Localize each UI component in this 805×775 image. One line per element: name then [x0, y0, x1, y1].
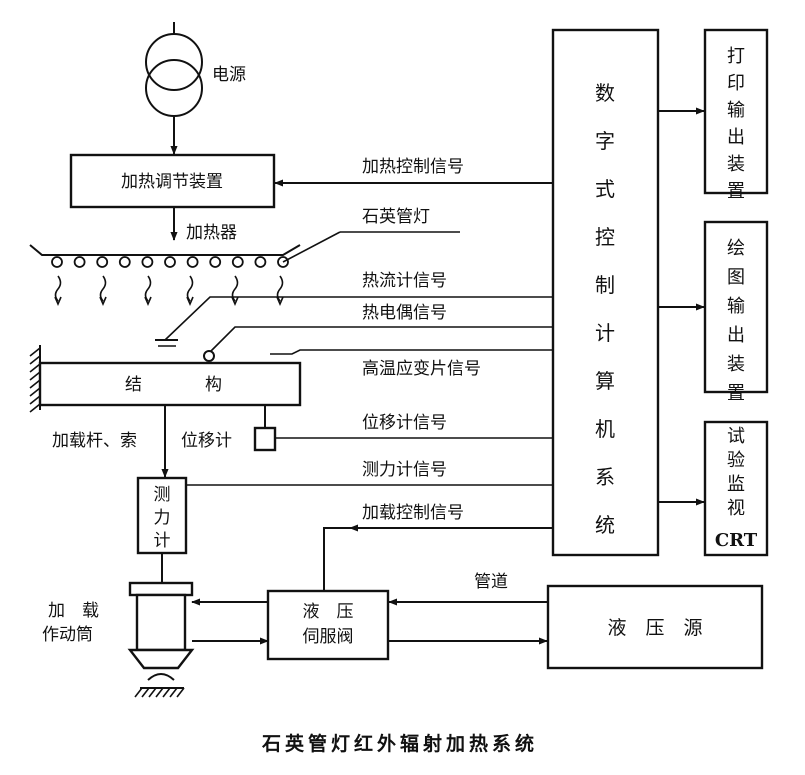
- computer-label-char: 制: [595, 273, 615, 297]
- load-cell-label-char: 力: [154, 508, 171, 528]
- printer-label-char: 置: [727, 181, 745, 202]
- computer-label-char: 字: [595, 129, 615, 153]
- actuator-label-2: 作动筒: [42, 625, 93, 645]
- heater-label: 加热器: [186, 223, 237, 243]
- heat-ray-icon: [54, 275, 62, 302]
- figure-caption: 石英管灯红外辐射加热系统: [261, 732, 538, 755]
- heat-ray-icon: [99, 275, 107, 302]
- strain-gauge-signal-label: 高温应变片信号: [362, 359, 481, 379]
- servo-valve-box: [266, 589, 390, 661]
- load-control-line: [323, 527, 553, 591]
- plotter-label-char: 置: [727, 383, 745, 404]
- quartz-lamp-icon: [51, 256, 63, 268]
- pipe-label: 管道: [474, 572, 508, 592]
- heat-ray-icon: [144, 275, 152, 302]
- load-cell-label: 测力计: [154, 485, 171, 551]
- displacement-signal-label: 位移计信号: [362, 413, 447, 433]
- plotter-label-char: 绘: [727, 238, 745, 259]
- heat-regulator-box: [69, 153, 276, 209]
- heat-control-signal-label: 加热控制信号: [362, 157, 464, 177]
- quartz-lamp-icon: [164, 256, 176, 268]
- quartz-lamp-icon: [96, 256, 109, 268]
- strain-gauge-line: [270, 349, 553, 355]
- structure-label-left: 结: [125, 375, 142, 395]
- displacement-meter-label: 位移计: [181, 431, 232, 451]
- displacement-meter-box: [253, 426, 277, 452]
- thermocouple-line: [209, 326, 553, 353]
- computer-label-char: 系: [595, 465, 615, 489]
- fixed-support-hatch: [29, 345, 41, 413]
- printer-label-char: 印: [727, 73, 745, 94]
- computer-label-char: 控: [595, 225, 615, 249]
- heat-flux-signal-label: 热流计信号: [362, 271, 447, 291]
- servo-valve-label-1: 液 压: [303, 602, 354, 622]
- hydraulic-source-box: [546, 584, 764, 670]
- quartz-lamp-icon: [141, 256, 154, 268]
- plotter-label-char: 输: [727, 296, 745, 317]
- computer-label-char: 数: [595, 81, 615, 105]
- computer-label-char: 算: [595, 369, 615, 393]
- load-control-signal-label: 加载控制信号: [362, 503, 464, 523]
- monitor-label-char: 试: [727, 426, 745, 447]
- monitor-box: [703, 420, 769, 557]
- printer-label-char: 装: [727, 154, 745, 175]
- monitor-label-char: 监: [727, 474, 745, 495]
- quartz-lamp-icon: [118, 256, 131, 268]
- load-cell-label-char: 测: [154, 485, 171, 505]
- computer-label-char: 机: [595, 417, 615, 441]
- printer-label-char: 出: [727, 127, 745, 148]
- plotter-label-char: 图: [727, 267, 745, 288]
- printer-label-char: 输: [727, 100, 745, 121]
- quartz-lamp-icon: [186, 256, 199, 268]
- structure-label-right: 构: [205, 375, 222, 395]
- monitor-crt-label: CRT: [715, 530, 758, 551]
- heat-ray-icon: [186, 275, 194, 302]
- printer-box: [703, 28, 769, 195]
- heat-regulator-label: 加热调节装置: [121, 172, 223, 192]
- thermocouple-sensor: [203, 350, 215, 362]
- computer-label-char: 式: [595, 177, 615, 201]
- lamp-label: 石英管灯: [362, 207, 430, 227]
- thermocouple-signal-label: 热电偶信号: [362, 303, 447, 323]
- power-label: 电源: [212, 65, 246, 85]
- servo-valve-label-2: 伺服阀: [303, 627, 354, 647]
- force-signal-label: 测力计信号: [362, 460, 447, 480]
- monitor-label-char: 视: [727, 498, 745, 519]
- computer-label-char: 计: [595, 321, 615, 345]
- quartz-lamp-icon: [254, 256, 267, 268]
- heater-lamp-array: [29, 244, 301, 307]
- actuator-icon: [127, 581, 195, 698]
- monitor-label-char: 验: [727, 450, 745, 471]
- quartz-lamp-icon: [231, 256, 244, 268]
- quartz-lamps: [51, 256, 289, 268]
- heat-rays: [54, 275, 284, 307]
- plotter-label-char: 装: [727, 354, 745, 375]
- structure-box: [38, 361, 302, 407]
- computer-box: [551, 28, 660, 557]
- load-rod-label: 加载杆、索: [52, 431, 137, 451]
- quartz-lamp-icon: [209, 256, 222, 268]
- power-transformer-icon: [145, 22, 203, 155]
- plotter-label-char: 出: [727, 325, 745, 346]
- quartz-lamp-icon: [73, 256, 86, 268]
- actuator-label-1: 加 载: [48, 601, 99, 621]
- printer-label-char: 打: [727, 46, 745, 67]
- lamp-leader-line: [282, 231, 341, 263]
- plotter-box: [703, 220, 769, 394]
- load-cell-label-char: 计: [154, 531, 171, 551]
- heat-flux-line: [164, 296, 553, 341]
- computer-label-char: 统: [595, 513, 615, 537]
- hydraulic-source-label: 液 压 源: [607, 617, 702, 639]
